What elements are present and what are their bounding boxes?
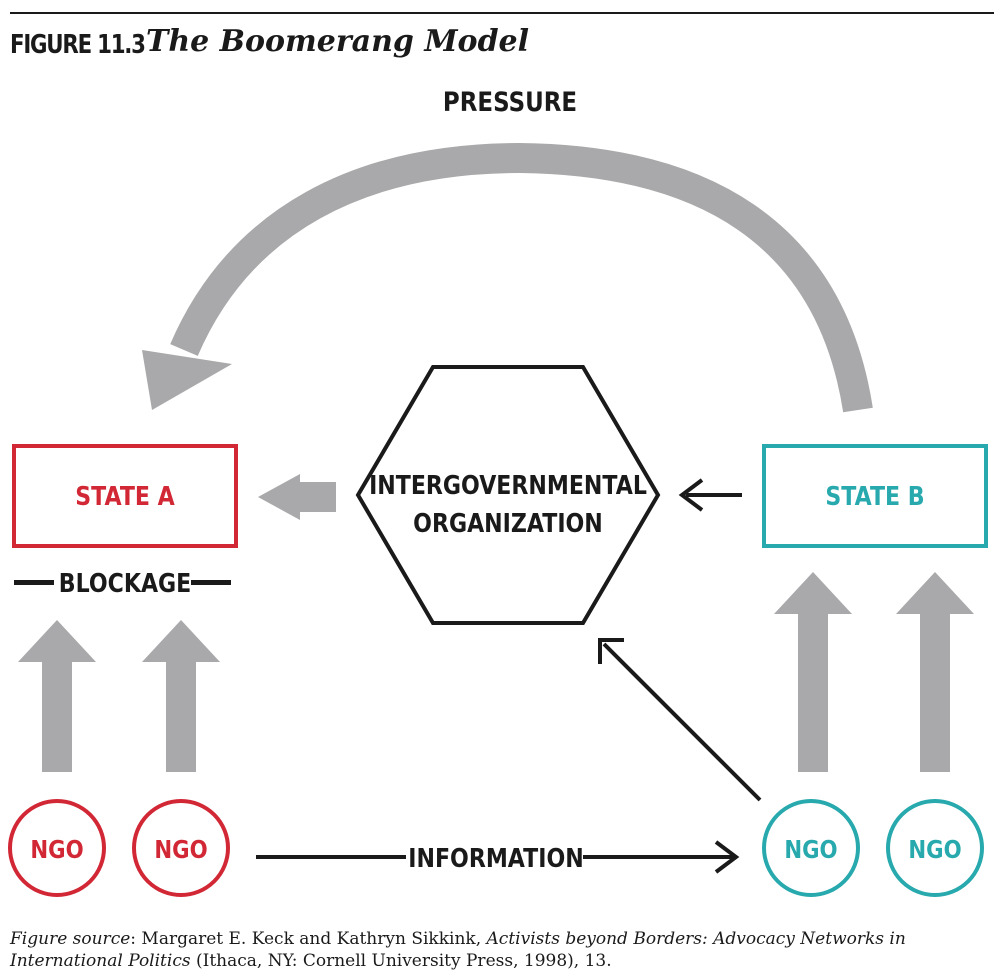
igo-label-line1: INTERGOVERNMENTAL <box>369 470 647 500</box>
information-label: INFORMATION <box>408 843 583 873</box>
blockage-dash-left <box>14 580 54 585</box>
top-rule <box>10 12 994 14</box>
figure-source-caption: Figure source: Margaret E. Keck and Kath… <box>10 928 980 972</box>
ngo-circle-2 <box>132 799 230 897</box>
ngo-to-igo-arrow <box>602 642 762 802</box>
blockage-dash-right <box>191 580 231 585</box>
ngo-3-up-arrow <box>774 572 852 772</box>
information-arrowhead <box>714 840 740 874</box>
ngo-label-2: NGO <box>154 835 207 864</box>
state-a-box <box>12 444 238 548</box>
pressure-arrowhead <box>142 350 232 410</box>
figure-title: The Boomerang Model <box>146 24 530 59</box>
igo-label-line2: ORGANIZATION <box>413 508 603 538</box>
ngo-1-up-arrow <box>18 620 96 772</box>
igo-to-state-a-arrow <box>258 474 336 520</box>
state-a-label: STATE A <box>75 481 175 511</box>
ngo-to-igo-arrowhead <box>598 638 624 664</box>
ngo-4-up-arrow <box>896 572 974 772</box>
pressure-label: PRESSURE <box>443 86 577 117</box>
ngo-circle-4 <box>886 799 984 897</box>
figure-label: FIGURE 11.3 <box>10 30 146 60</box>
igo-hexagon <box>355 365 661 625</box>
source-authors: : Margaret E. Keck and Kathryn Sikkink, <box>130 929 487 949</box>
ngo-label-4: NGO <box>908 835 961 864</box>
ngo-circle-3 <box>762 799 860 897</box>
ngo-2-up-arrow <box>142 620 220 772</box>
ngo-label-1: NGO <box>30 835 83 864</box>
ngo-label-3: NGO <box>784 835 837 864</box>
blockage-label: BLOCKAGE <box>59 568 192 598</box>
source-prefix: Figure source <box>10 929 131 949</box>
source-book-title: Activists beyond Borders: Advocacy Netwo… <box>10 929 906 971</box>
state-b-box <box>762 444 988 548</box>
state-b-to-igo-arrowhead <box>678 478 704 512</box>
state-b-label: STATE B <box>825 481 924 511</box>
boomerang-diagram: PRESSURE STATE A BLOCKAGE INTERGOVERNMEN… <box>8 86 988 897</box>
source-publication: (Ithaca, NY: Cornell University Press, 1… <box>190 951 612 971</box>
pressure-arc-arrow <box>170 142 873 413</box>
ngo-circle-1 <box>8 799 106 897</box>
